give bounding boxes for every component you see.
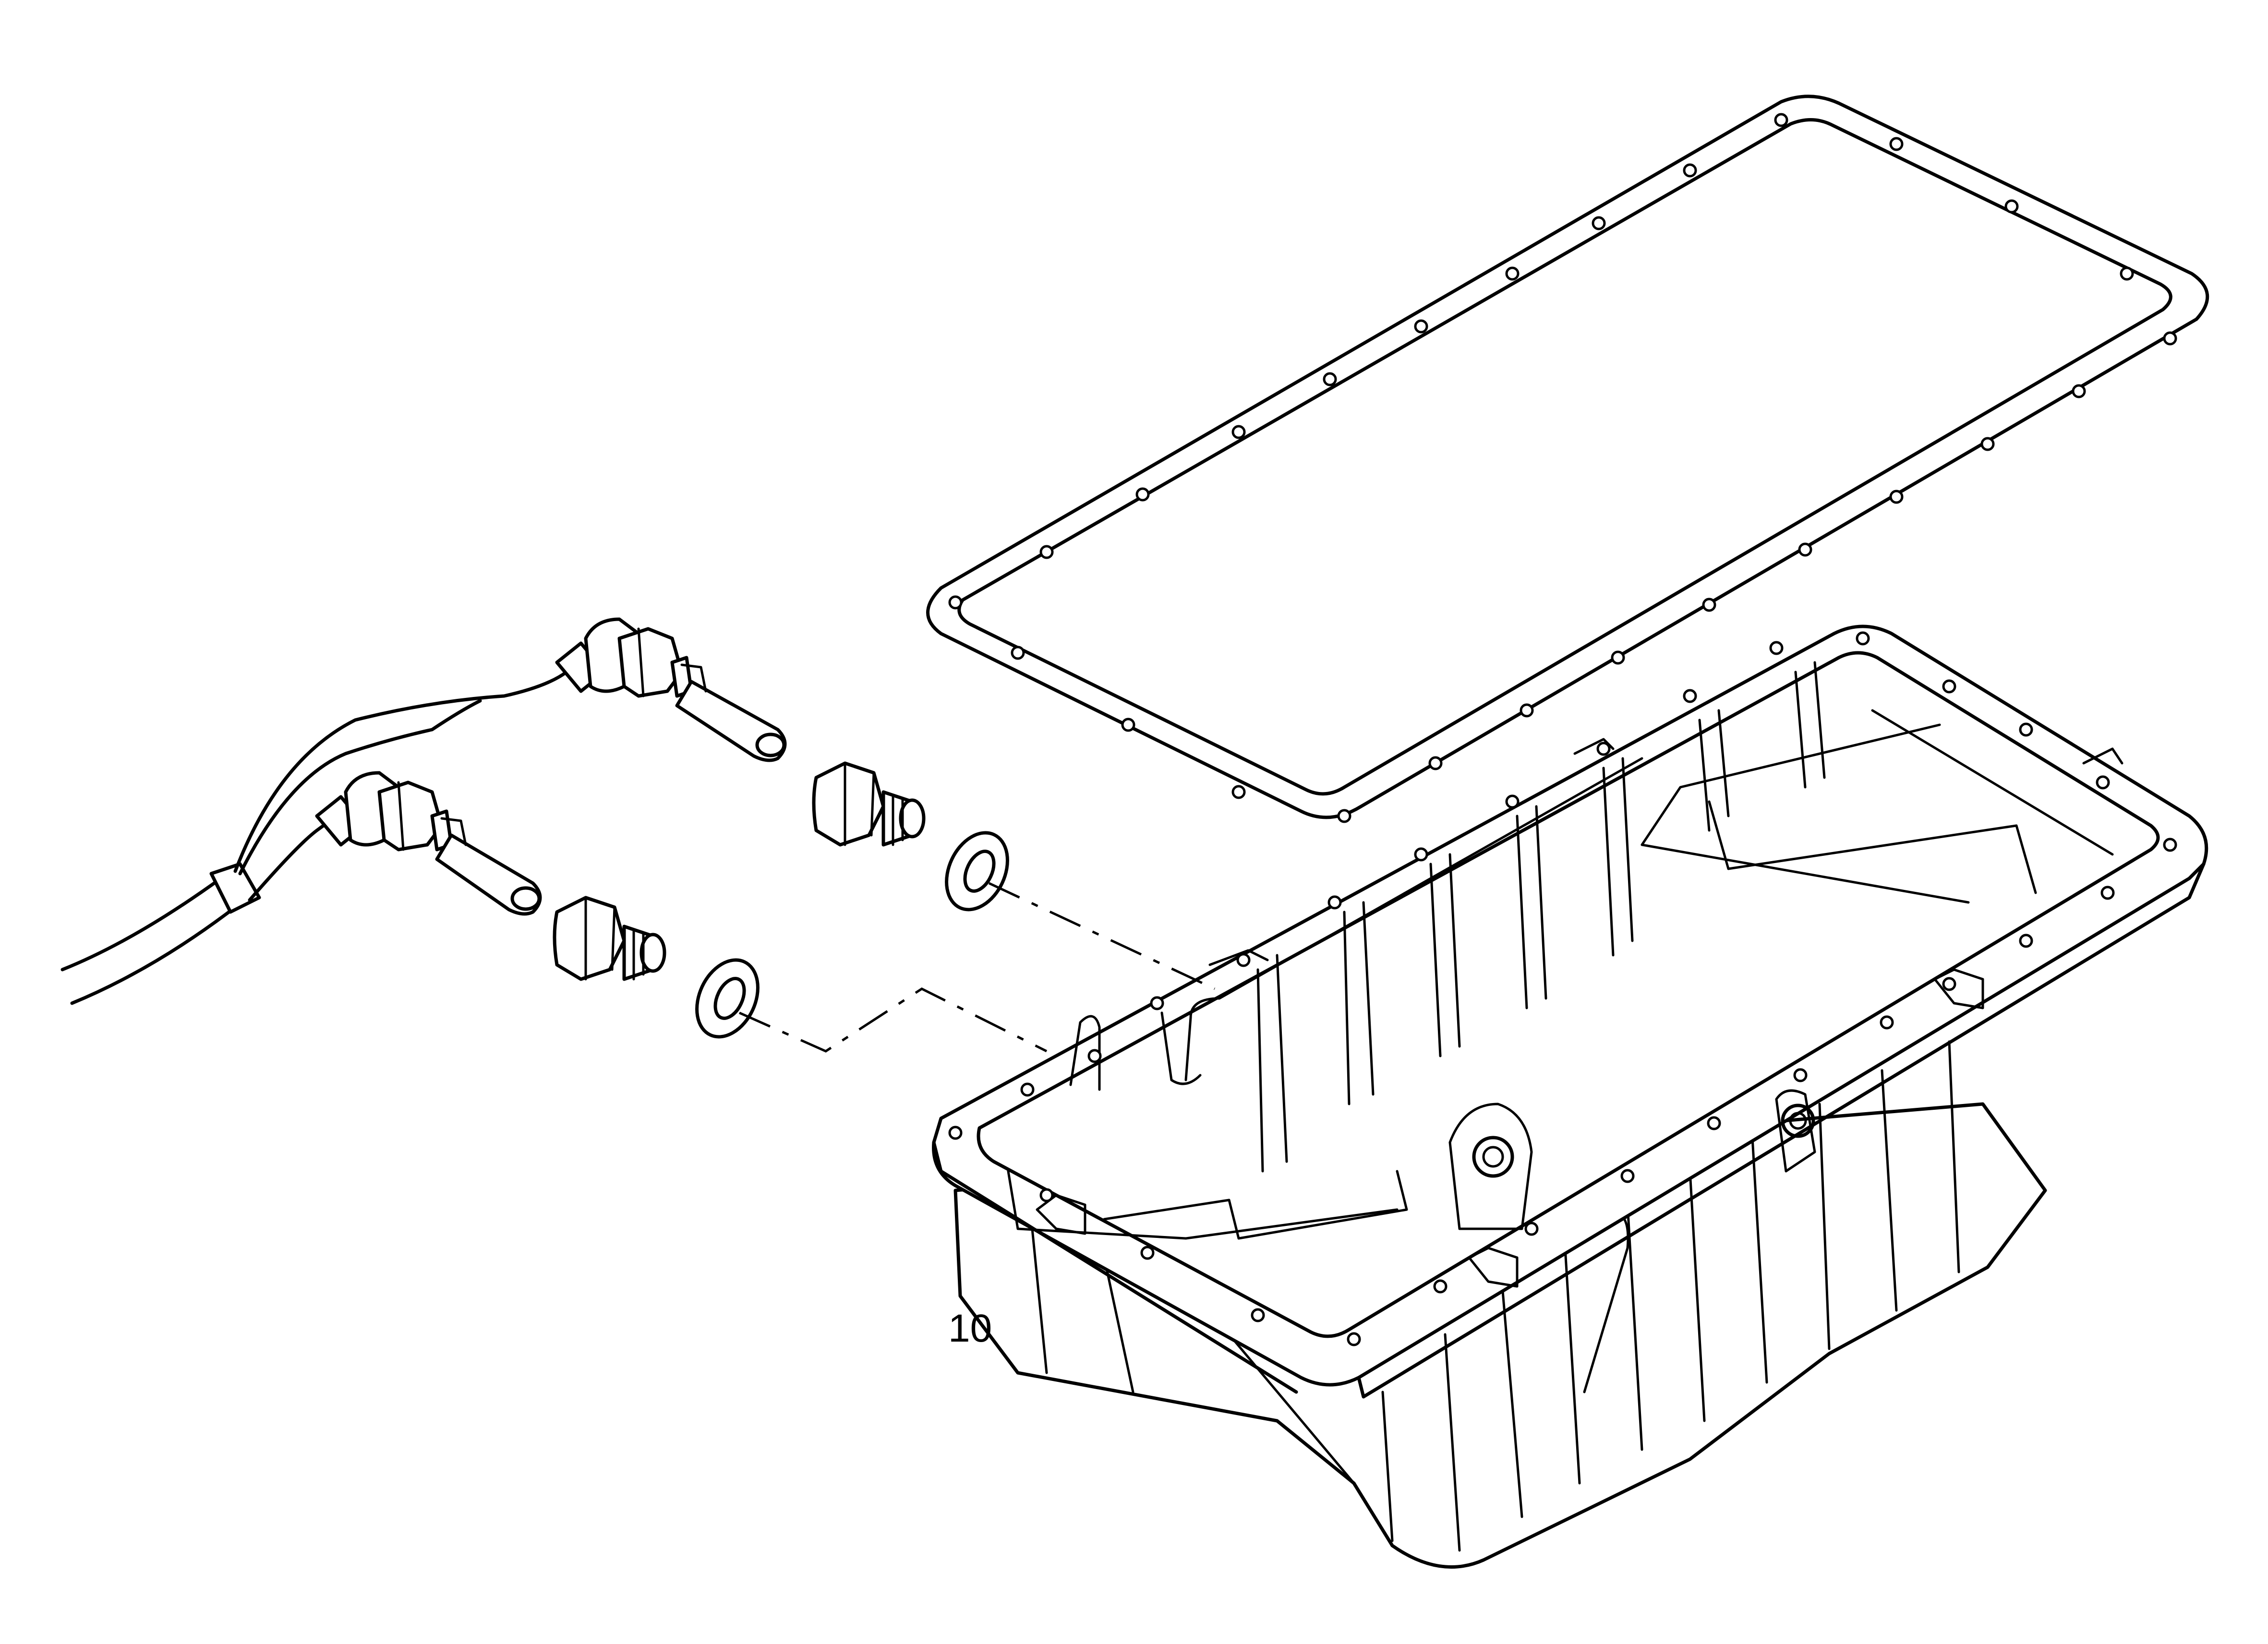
callout-label-10: 10 xyxy=(948,1307,992,1350)
gasket-bolt-holes xyxy=(948,113,2177,823)
assembly-leader-lines xyxy=(738,882,1216,1053)
oil-pan-gasket xyxy=(926,95,2209,823)
lower-sealing-washer xyxy=(695,958,760,1039)
lower-adapter-fitting xyxy=(553,896,666,981)
lower-level-sensor xyxy=(315,771,542,916)
pan-interior-ribs xyxy=(1069,661,1826,1173)
sensor-cable-harness xyxy=(60,670,568,1005)
upper-sealing-washer xyxy=(945,831,1009,912)
pan-body-ribs xyxy=(1031,1040,1960,1552)
oil-pan xyxy=(932,624,2208,1569)
drain-boss xyxy=(1448,1089,1816,1230)
pan-bolt-holes xyxy=(948,631,2177,1346)
upper-adapter-fitting xyxy=(812,761,926,847)
upper-level-sensor xyxy=(555,617,787,762)
